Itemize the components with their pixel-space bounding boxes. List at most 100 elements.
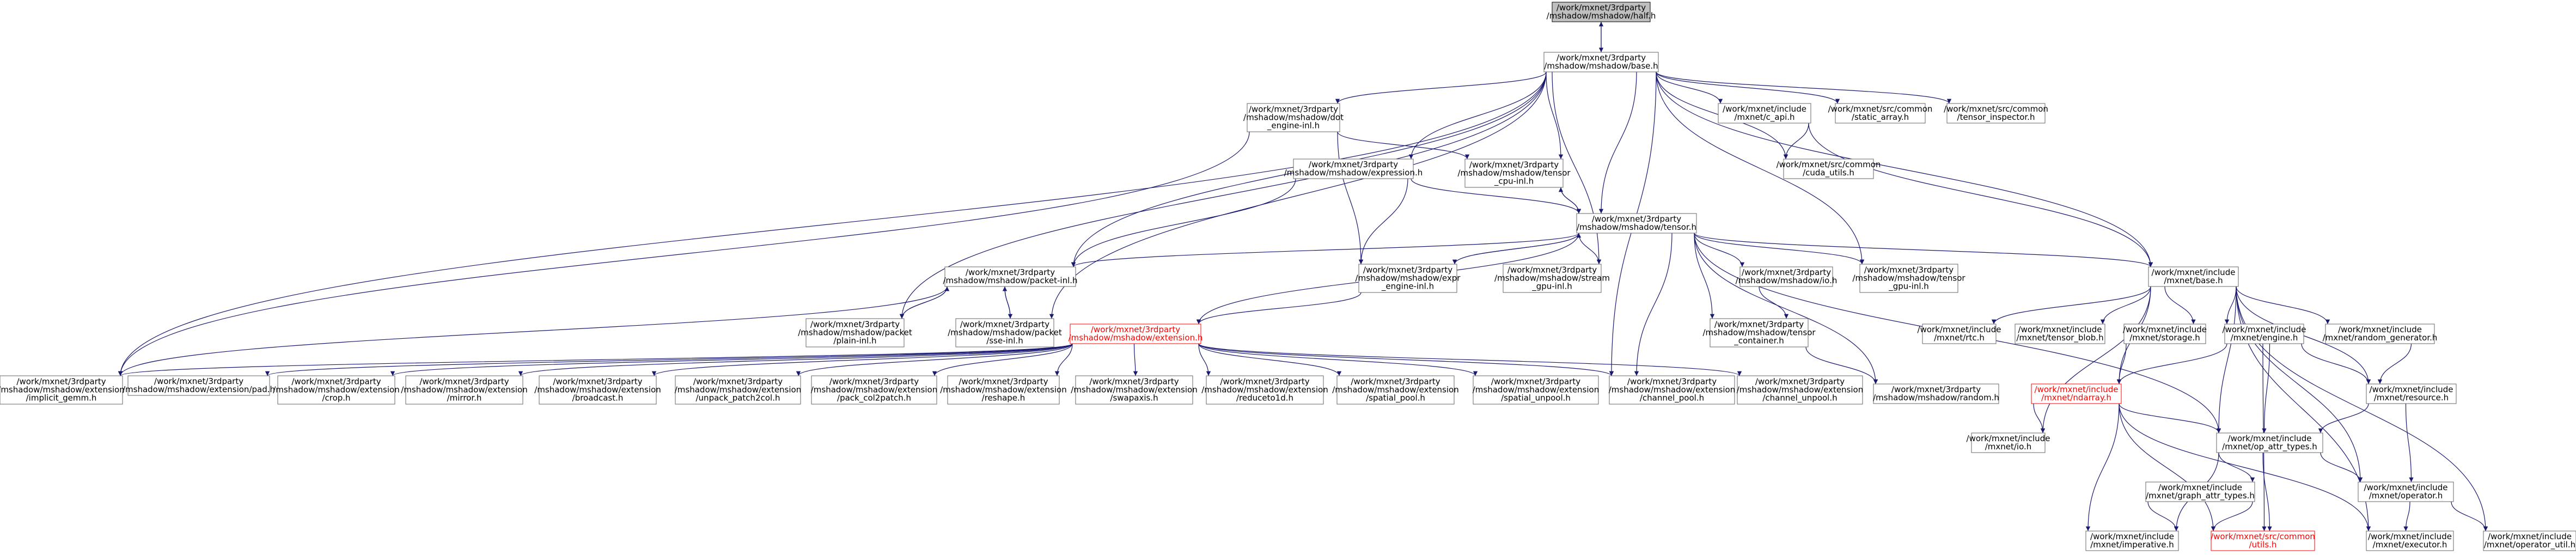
node-tensor-blob[interactable]: /work/mxnet/include/mxnet/tensor_blob.h [2015, 324, 2105, 344]
node-packet-inl[interactable]: /work/mxnet/3rdparty/mshadow/mshadow/pac… [943, 266, 1078, 287]
node-ext-crop[interactable]: /work/mxnet/3rdparty/mshadow/mshadow/ext… [273, 375, 400, 405]
node-ext-swapaxis[interactable]: /work/mxnet/3rdparty/mshadow/mshadow/ext… [1071, 375, 1198, 405]
node-cuda-utils[interactable]: /work/mxnet/src/common/cuda_utils.h [1777, 158, 1881, 179]
node-ext-spatial-pool[interactable]: /work/mxnet/3rdparty/mshadow/mshadow/ext… [1332, 375, 1459, 405]
node-label-line: /mshadow/mshadow/extension [1071, 385, 1197, 395]
node-label-line: /mxnet/operator_util.h [2484, 540, 2575, 550]
node-label-line: _gpu-inl.h [1888, 282, 1929, 292]
node-label-line: /work/mxnet/include [2370, 385, 2453, 394]
edge-tensor-to-ext-channel-pool [1634, 233, 1672, 376]
node-ext-reshape[interactable]: /work/mxnet/3rdparty/mshadow/mshadow/ext… [940, 375, 1067, 405]
node-label-line: /mshadow/mshadow/io.h [1736, 276, 1838, 285]
edge-base-ms-to-ext-implicit [118, 71, 1547, 376]
edge-op-attr-types-to-common-utils [2262, 452, 2272, 532]
edge-extension-to-ext-spatial-unpool [1198, 343, 1478, 376]
node-ext-channel-unpool[interactable]: /work/mxnet/3rdparty/mshadow/mshadow/ext… [1737, 375, 1863, 405]
edge-expression-to-expr-engine [1358, 178, 1408, 265]
node-executor[interactable]: /work/mxnet/include/mxnet/executor.h [2366, 530, 2454, 551]
node-box [2224, 324, 2304, 344]
node-box [2015, 324, 2105, 344]
node-box [1464, 158, 1564, 188]
node-base-ms[interactable]: /work/mxnet/3rdparty/mshadow/mshadow/bas… [1543, 52, 1659, 72]
node-box [1835, 103, 1926, 124]
edge-tensor-to-io [1694, 233, 1745, 267]
node-label-line: /swapaxis.h [1110, 393, 1158, 403]
edge-mxnet-base-to-storage [2164, 286, 2196, 325]
node-expression[interactable]: /work/mxnet/3rdparty/mshadow/mshadow/exp… [1284, 158, 1423, 179]
edge-operator-to-executor [2403, 501, 2410, 532]
edge-base-ms-to-dot-engine [1335, 71, 1547, 104]
node-label-line: /mshadow/mshadow/extension [811, 385, 937, 395]
node-ext-channel-pool[interactable]: /work/mxnet/3rdparty/mshadow/mshadow/ext… [1609, 375, 1735, 405]
node-io[interactable]: /work/mxnet/3rdparty/mshadow/mshadow/io.… [1736, 266, 1838, 287]
node-box [2216, 432, 2323, 453]
node-expr-engine[interactable]: /work/mxnet/3rdparty/mshadow/mshadow/exp… [1356, 264, 1461, 293]
node-random-gen[interactable]: /work/mxnet/include/mxnet/random_generat… [2323, 324, 2438, 344]
node-label-line: /mshadow/mshadow/extension/pad.h [123, 385, 275, 394]
node-imperative[interactable]: /work/mxnet/include/mxnet/imperative.h [2085, 530, 2179, 551]
node-label-line: /mshadow/mshadow/packet-inl.h [943, 276, 1077, 285]
node-label-line: /work/mxnet/include [2368, 532, 2452, 541]
node-box [1293, 158, 1414, 179]
node-tensor-gpu[interactable]: /work/mxnet/3rdparty/mshadow/mshadow/ten… [1852, 264, 1965, 293]
node-label-line: /work/mxnet/3rdparty [693, 377, 783, 387]
node-rtc[interactable]: /work/mxnet/include/mxnet/rtc.h [1918, 324, 2001, 344]
node-resource[interactable]: /work/mxnet/include/mxnet/resource.h [2366, 383, 2457, 404]
edge-base-ms-to-tensor-cpu [1546, 71, 1564, 160]
node-half[interactable]: /work/mxnet/3rdparty/mshadow/mshadow/hal… [1547, 2, 1656, 22]
node-mxnet-io[interactable]: /work/mxnet/include/mxnet/io.h [1967, 432, 2050, 453]
node-label-line: /reshape.h [982, 393, 1025, 403]
node-operator-util[interactable]: /work/mxnet/include/mxnet/operator_util.… [2483, 530, 2576, 551]
edge-engine-to-resource [2301, 343, 2371, 385]
node-tensor[interactable]: /work/mxnet/3rdparty/mshadow/mshadow/ten… [1576, 213, 1697, 234]
node-label-line: /work/mxnet/3rdparty [1891, 385, 1981, 394]
edge-tensor-container-to-random [1805, 346, 1878, 385]
edge-mxnet-base-to-operator [2236, 286, 2363, 483]
node-ext-broadcast[interactable]: /work/mxnet/3rdparty/mshadow/mshadow/ext… [534, 375, 661, 405]
edge-extension-to-ext-crop [390, 343, 1073, 376]
node-box [1070, 324, 1201, 344]
node-tensor-container[interactable]: /work/mxnet/3rdparty/mshadow/mshadow/ten… [1702, 318, 1816, 347]
node-operator[interactable]: /work/mxnet/include/mxnet/operator.h [2358, 481, 2454, 502]
node-common-utils[interactable]: /work/mxnet/src/common/utils.h [2211, 530, 2315, 551]
node-box [811, 375, 937, 405]
node-random[interactable]: /work/mxnet/3rdparty/mshadow/mshadow/ran… [1873, 383, 1999, 404]
node-dot-engine[interactable]: /work/mxnet/3rdparty/mshadow/mshadow/dot… [1243, 103, 1344, 132]
node-op-attr-types[interactable]: /work/mxnet/include/mxnet/op_attr_types.… [2216, 432, 2323, 453]
node-ext-implicit[interactable]: /work/mxnet/3rdparty/mshadow/mshadow/ext… [0, 375, 125, 405]
node-mxnet-base[interactable]: /work/mxnet/include/mxnet/base.h [2148, 266, 2239, 287]
edge-base-ms-to-packet-plain [899, 71, 1547, 319]
node-ext-pack[interactable]: /work/mxnet/3rdparty/mshadow/mshadow/ext… [811, 375, 937, 405]
edge-base-ms-to-tensor-gpu [1656, 71, 1865, 265]
node-ext-unpack[interactable]: /work/mxnet/3rdparty/mshadow/mshadow/ext… [675, 375, 801, 405]
node-packet-sse[interactable]: /work/mxnet/3rdparty/mshadow/mshadow/pac… [948, 318, 1062, 347]
node-graph-attr-types[interactable]: /work/mxnet/include/mxnet/graph_attr_typ… [2145, 481, 2255, 502]
node-extension[interactable]: /work/mxnet/3rdparty/mshadow/mshadow/ext… [1069, 324, 1203, 344]
node-ndarray[interactable]: /work/mxnet/include/mxnet/ndarray.h [2031, 383, 2122, 404]
node-label-line: /work/mxnet/3rdparty [1714, 320, 1804, 330]
node-static-array[interactable]: /work/mxnet/src/common/static_array.h [1828, 103, 1933, 124]
node-label-line: /work/mxnet/3rdparty [1363, 265, 1452, 275]
node-ext-spatial-unpool[interactable]: /work/mxnet/3rdparty/mshadow/mshadow/ext… [1473, 375, 1599, 405]
node-label-line: /utils.h [2249, 540, 2277, 550]
node-label-line: /work/mxnet/3rdparty [810, 320, 900, 330]
node-label-line: /work/mxnet/src/common [2211, 532, 2315, 541]
edge-packet-inl-to-ext-implicit [118, 286, 948, 376]
node-label-line: /mxnet/tensor_blob.h [2016, 333, 2103, 343]
node-label-line: /mxnet/graph_attr_types.h [2146, 491, 2255, 501]
node-ext-pad[interactable]: /work/mxnet/3rdparty/mshadow/mshadow/ext… [123, 375, 275, 396]
node-label-line: /work/mxnet/include [2090, 532, 2174, 541]
edge-dot-engine-to-ext-implicit [118, 131, 1250, 376]
node-label-line: /mshadow/mshadow/half.h [1547, 11, 1656, 21]
node-tensor-inspector[interactable]: /work/mxnet/src/common/tensor_inspector.… [1944, 103, 2048, 124]
node-engine[interactable]: /work/mxnet/include/mxnet/engine.h [2223, 324, 2306, 344]
node-storage[interactable]: /work/mxnet/include/mxnet/storage.h [2123, 324, 2207, 344]
node-packet-plain[interactable]: /work/mxnet/3rdparty/mshadow/mshadow/pac… [798, 318, 912, 347]
node-tensor-cpu[interactable]: /work/mxnet/3rdparty/mshadow/mshadow/ten… [1457, 158, 1571, 188]
node-box [2483, 530, 2576, 551]
node-ext-mirror[interactable]: /work/mxnet/3rdparty/mshadow/mshadow/ext… [401, 375, 528, 405]
node-stream-gpu[interactable]: /work/mxnet/3rdparty/mshadow/mshadow/str… [1494, 264, 1610, 293]
node-dlpack[interactable]: /work/mxnet/include/mxnet/c_api.h [1718, 103, 1811, 124]
node-ext-reduceto1d[interactable]: /work/mxnet/3rdparty/mshadow/mshadow/ext… [1201, 375, 1328, 405]
node-box [1247, 103, 1340, 132]
